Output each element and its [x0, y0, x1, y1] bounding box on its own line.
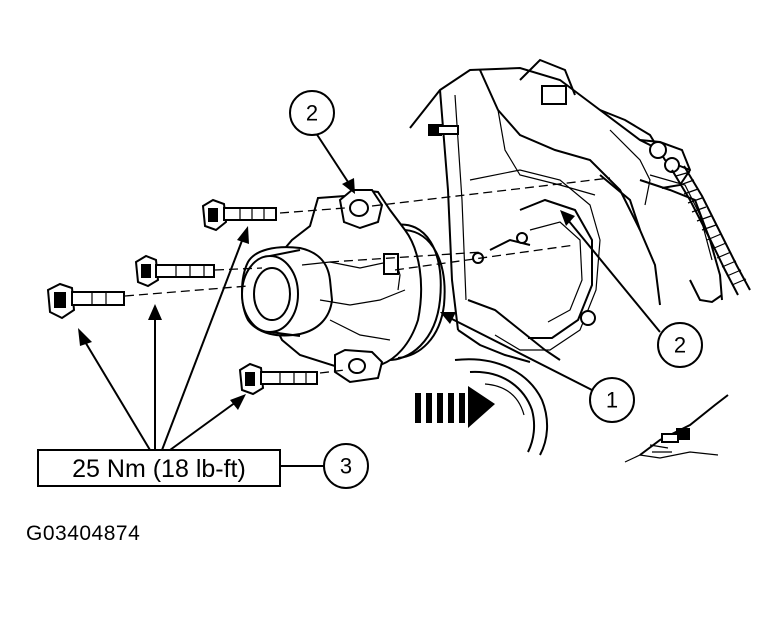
engine-front-cover [409, 58, 723, 363]
callout-3-label: 3 [340, 454, 352, 479]
callout-2-right: 2 [657, 322, 703, 368]
callout-2-top-label: 2 [306, 101, 318, 126]
bolt-bottom [238, 362, 318, 396]
crankshaft-pulley [454, 358, 548, 456]
torque-spec-label: 25 Nm (18 lb-ft) [72, 455, 246, 483]
callout-1-label: 1 [606, 388, 618, 413]
leader-lines [78, 129, 661, 467]
bolt-alignment-lines [124, 177, 611, 374]
bolt-upper [201, 198, 277, 232]
callout-2-top: 2 [289, 90, 335, 136]
bolt-lower-left [46, 282, 125, 320]
front-direction-arrow [415, 386, 495, 428]
wiring-harness [671, 165, 751, 296]
figure-id: G03404874 [26, 522, 141, 545]
water-pump [241, 188, 446, 384]
torque-spec-box: 25 Nm (18 lb-ft) [37, 449, 281, 487]
engine-detail-lower-right [624, 394, 729, 463]
callout-3: 3 [323, 443, 369, 489]
callout-2-right-label: 2 [674, 333, 686, 358]
bolt-middle [134, 254, 215, 288]
callout-1: 1 [589, 377, 635, 423]
